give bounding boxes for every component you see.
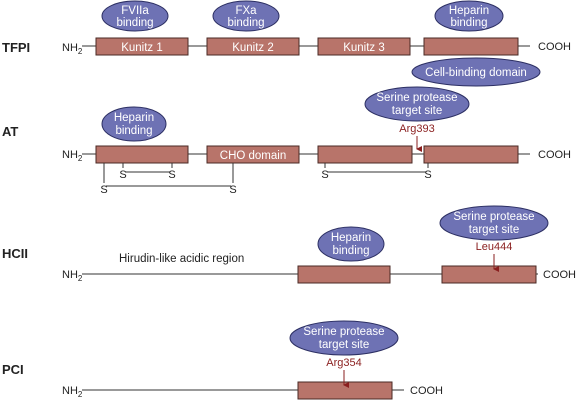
tfpi-domain-kunitz3 — [317, 37, 411, 56]
at-target-line2: target site — [392, 105, 443, 117]
tfpi-row: TFPI NH2 COOH Kunitz 1 Kunitz 2 Kunitz 3… — [2, 0, 571, 87]
hcii-heparin-binding-oval — [317, 226, 385, 262]
at-s-1: S — [119, 169, 126, 181]
at-domain-1 — [95, 145, 189, 164]
tfpi-cterm: COOH — [538, 41, 571, 53]
tfpi-fxa-line2: binding — [227, 17, 264, 29]
tfpi-nterm: NH2 — [62, 42, 83, 56]
pci-cterm: COOH — [410, 385, 443, 397]
at-cterm: COOH — [538, 149, 571, 161]
at-s-3: S — [100, 184, 107, 196]
hcii-label: HCII — [2, 246, 28, 261]
tfpi-kunitz3-label: Kunitz 3 — [343, 42, 385, 54]
pci-nterm: NH2 — [62, 385, 83, 399]
tfpi-cell-binding-oval — [411, 57, 541, 87]
tfpi-kunitz2-label: Kunitz 2 — [232, 42, 274, 54]
tfpi-domain-kunitz1 — [95, 37, 189, 56]
tfpi-fviia-binding-oval — [101, 0, 169, 32]
at-label: AT — [2, 124, 18, 139]
hcii-cterm: COOH — [543, 269, 576, 281]
tfpi-fxa-binding-oval — [212, 0, 280, 32]
at-site-label: Arg393 — [399, 123, 434, 135]
at-cho-label: CHO domain — [220, 150, 286, 162]
hcii-domain-2 — [441, 265, 537, 284]
hcii-heparin-line2: binding — [332, 245, 369, 257]
pci-row: PCI NH2 COOH Serine protease target site… — [2, 320, 443, 400]
at-s-6: S — [424, 169, 431, 181]
tfpi-cell-binding-label: Cell-binding domain — [425, 67, 527, 79]
at-nterm: NH2 — [62, 149, 83, 163]
hcii-site-label: Leu444 — [476, 241, 513, 253]
hcii-heparin-line1: Heparin — [331, 232, 371, 244]
hcii-acidic-region-label: Hirudin-like acidic region — [119, 253, 244, 265]
pci-site-label: Arg354 — [326, 357, 361, 369]
at-s-4: S — [229, 184, 236, 196]
tfpi-fviia-line1: FVIIa — [121, 5, 149, 17]
hcii-row: HCII NH2 COOH Hirudin-like acidic region… — [2, 205, 576, 284]
at-disulfide-bridges — [103, 163, 429, 187]
at-s-2: S — [168, 169, 175, 181]
pci-domain — [297, 381, 393, 400]
pci-target-site-oval — [289, 320, 399, 356]
hcii-target-line1: Serine protease — [453, 211, 534, 223]
tfpi-fviia-line2: binding — [116, 17, 153, 29]
at-domain-3 — [317, 145, 413, 164]
at-target-line1: Serine protease — [376, 92, 457, 104]
pci-label: PCI — [2, 362, 24, 377]
tfpi-heparin-binding-oval — [434, 0, 504, 32]
hcii-domain-1 — [297, 265, 391, 284]
at-row: AT NH2 COOH CHO domain Heparin binding S… — [2, 86, 571, 196]
at-heparin-line1: Heparin — [114, 112, 154, 124]
tfpi-domain-kunitz2 — [206, 37, 300, 56]
tfpi-heparin-line1: Heparin — [449, 5, 489, 17]
at-domain-cho — [206, 145, 300, 164]
at-heparin-binding-oval — [101, 106, 167, 142]
at-heparin-line2: binding — [115, 125, 152, 137]
tfpi-fxa-line1: FXa — [235, 5, 257, 17]
hcii-target-line2: target site — [469, 224, 520, 236]
tfpi-domain-cterminal — [423, 37, 519, 56]
hcii-target-site-oval — [439, 205, 549, 241]
at-target-site-oval — [364, 86, 470, 122]
pci-target-line2: target site — [319, 339, 370, 351]
pci-target-line1: Serine protease — [303, 326, 384, 338]
tfpi-heparin-line2: binding — [450, 17, 487, 29]
at-domain-4 — [423, 145, 519, 164]
hcii-nterm: NH2 — [62, 269, 83, 283]
tfpi-kunitz1-label: Kunitz 1 — [121, 42, 163, 54]
at-s-5: S — [321, 169, 328, 181]
tfpi-label: TFPI — [2, 40, 30, 55]
